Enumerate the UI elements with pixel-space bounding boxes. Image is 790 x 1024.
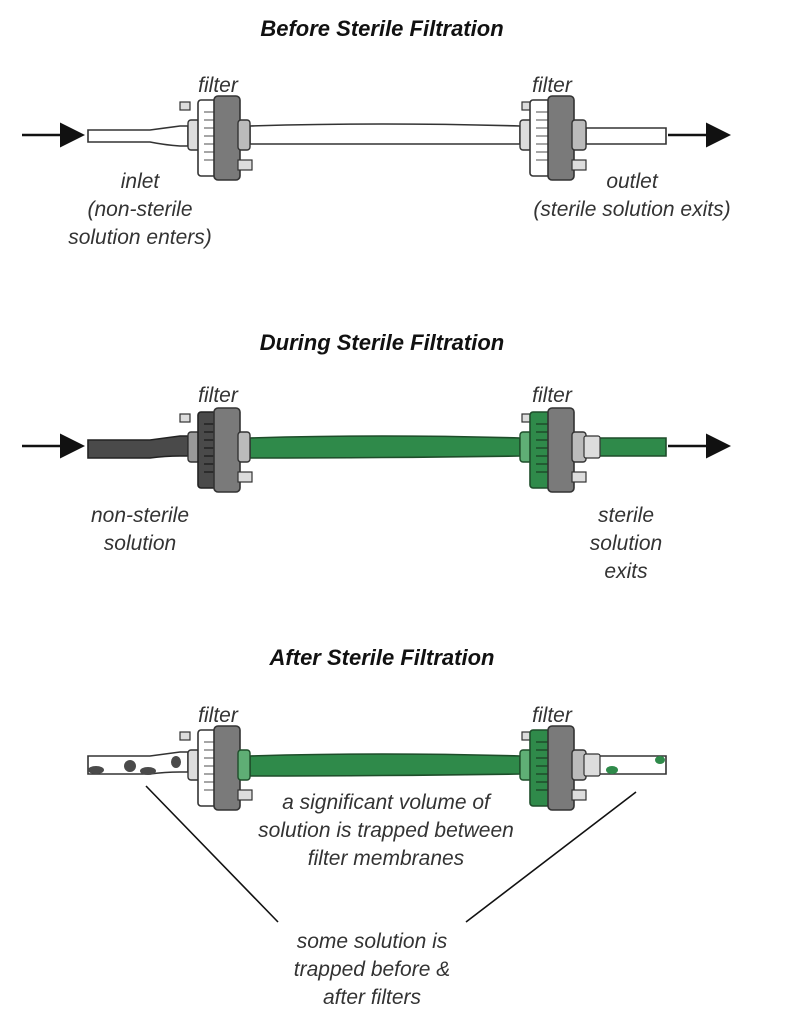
filter-left <box>179 725 253 811</box>
filter-right <box>519 407 601 493</box>
trapped-drop <box>171 756 181 768</box>
trapped-between-label-line: solution is trapped between <box>258 819 514 842</box>
filter-left-label: filter <box>198 704 239 727</box>
outlet-tube-sterile <box>597 437 667 457</box>
outlet-label-line: outlet <box>606 170 659 193</box>
outlet-label-line: solution <box>590 532 662 555</box>
outlet-label-line: (sterile solution exits) <box>533 198 730 221</box>
panel-during: During Sterile Filtration <box>22 330 731 583</box>
inlet-label-line: solution enters) <box>68 226 212 249</box>
filter-left-label: filter <box>198 384 239 407</box>
inlet-label-line: non-sterile <box>91 504 189 527</box>
panel-title: After Sterile Filtration <box>269 645 495 670</box>
outlet-tube <box>585 127 667 145</box>
trapped-before-after-label-line: trapped before & <box>294 958 450 981</box>
connecting-tube <box>249 123 521 145</box>
filter-left-label: filter <box>198 74 239 97</box>
trapped-drop <box>88 766 104 774</box>
outlet-label-line: exits <box>604 560 648 583</box>
outlet-label-line: sterile <box>598 504 654 527</box>
callout-line-left <box>145 785 279 923</box>
inlet-label-line: solution <box>104 532 176 555</box>
filter-right-label: filter <box>532 384 573 407</box>
trapped-drop <box>606 766 618 774</box>
panel-before: Before Sterile Filtration <box>22 16 731 249</box>
trapped-drop <box>140 767 156 775</box>
trapped-between-label-line: filter membranes <box>308 847 465 870</box>
callout-line-right <box>465 791 637 923</box>
trapped-drop <box>124 760 136 772</box>
connecting-tube-sterile <box>249 435 521 459</box>
inlet-tube <box>87 125 189 147</box>
inlet-label-line: inlet <box>121 170 161 193</box>
panel-after: After Sterile Filtration <box>87 645 667 1009</box>
trapped-drop <box>655 756 665 764</box>
filter-right-label: filter <box>532 74 573 97</box>
panel-title: During Sterile Filtration <box>260 330 504 355</box>
inlet-label-line: (non-sterile <box>87 198 192 221</box>
filter-left <box>179 95 253 181</box>
trapped-before-after-label-line: some solution is <box>297 930 448 953</box>
connecting-tube-sterile <box>249 753 521 777</box>
panel-title: Before Sterile Filtration <box>260 16 503 41</box>
inlet-tube-nonsterile <box>87 435 189 459</box>
filter-left <box>179 407 253 493</box>
trapped-before-after-label-line: after filters <box>323 986 422 1009</box>
filter-right <box>519 95 587 181</box>
filter-right-label: filter <box>532 704 573 727</box>
trapped-between-label-line: a significant volume of <box>282 791 492 814</box>
filter-right <box>519 725 601 811</box>
